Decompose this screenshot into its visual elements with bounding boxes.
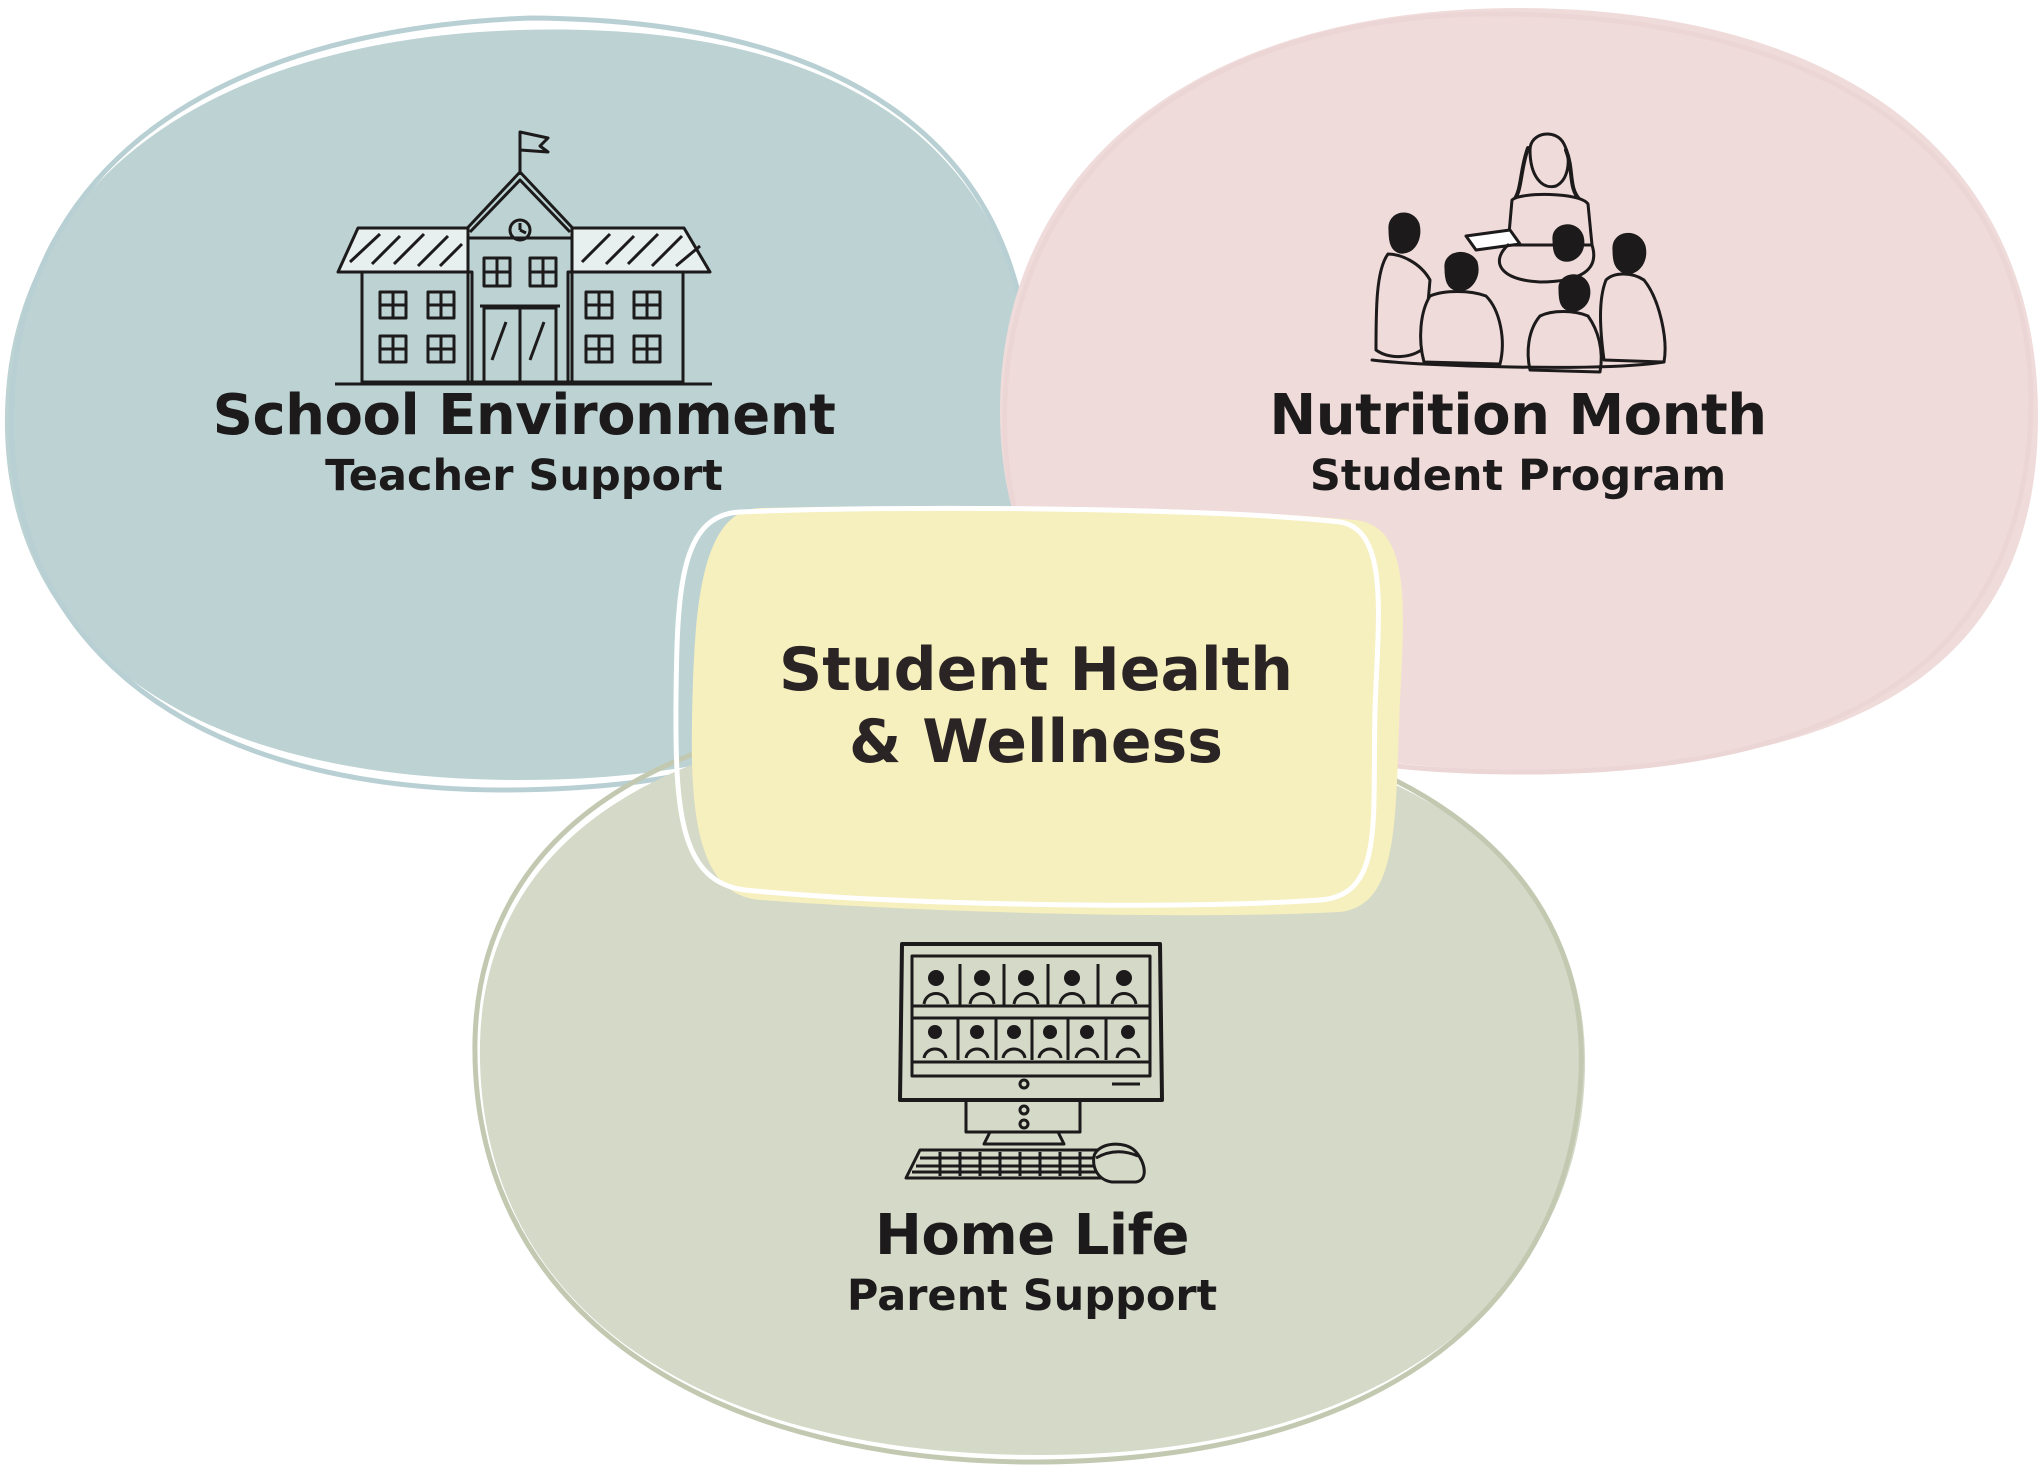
school-title: School Environment [212, 383, 836, 448]
teacher-reading-to-children-icon [1370, 132, 1667, 374]
home-title: Home Life [875, 1203, 1189, 1268]
center-title-line1: Student Health [779, 635, 1293, 705]
school-subtitle: Teacher Support [325, 451, 723, 501]
video-call-computer-icon [898, 942, 1164, 1184]
nutrition-subtitle: Student Program [1309, 451, 1727, 501]
home-subtitle: Parent Support [846, 1271, 1218, 1321]
center-title-line2: & Wellness [849, 707, 1223, 777]
school-building-icon [335, 130, 712, 386]
nutrition-title: Nutrition Month [1269, 383, 1767, 448]
center-blob [673, 505, 1403, 916]
